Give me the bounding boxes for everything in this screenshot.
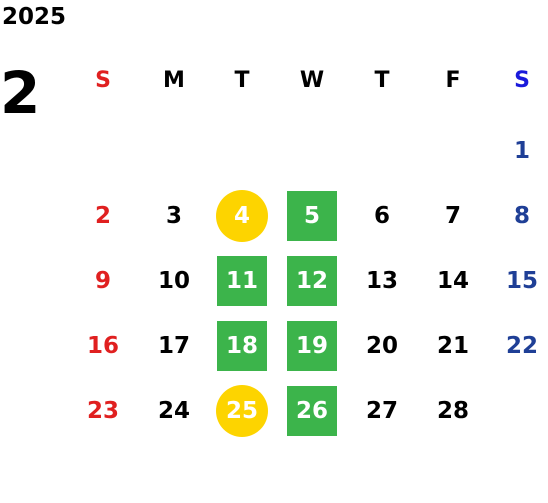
calendar-day: 21: [436, 332, 469, 359]
calendar-day: 2: [94, 202, 111, 229]
weekday-header-sun: S: [95, 68, 111, 93]
weekday-header-tue: T: [234, 68, 250, 93]
year-label: 2025: [2, 4, 67, 30]
calendar-day: 24: [157, 397, 190, 424]
calendar-day: 9: [94, 267, 111, 294]
calendar-day-highlight-circle: 25: [216, 385, 268, 437]
calendar-day: 17: [157, 332, 190, 359]
calendar-day: 22: [505, 332, 538, 359]
calendar-day: 10: [157, 267, 190, 294]
calendar-day-highlight-square: 26: [287, 386, 337, 436]
calendar-day: 28: [436, 397, 469, 424]
weekday-header-sat: S: [514, 68, 530, 93]
calendar-day: 14: [436, 267, 469, 294]
weekday-header-thu: T: [374, 68, 390, 93]
weekday-header-wed: W: [299, 68, 325, 93]
calendar-day-highlight-square: 19: [287, 321, 337, 371]
month-label: 2: [0, 59, 41, 127]
calendar-day: 3: [165, 202, 182, 229]
calendar-day: 8: [513, 202, 530, 229]
calendar-day: 1: [513, 137, 530, 164]
calendar-day-highlight-square: 12: [287, 256, 337, 306]
calendar-day-highlight-circle: 4: [216, 190, 268, 242]
calendar-day: 27: [365, 397, 398, 424]
weekday-header-mon: M: [163, 68, 185, 93]
calendar-day: 23: [86, 397, 119, 424]
calendar-day: 16: [86, 332, 119, 359]
calendar-day: 20: [365, 332, 398, 359]
calendar-day-highlight-square: 5: [287, 191, 337, 241]
calendar-day: 7: [444, 202, 461, 229]
weekday-header-fri: F: [445, 68, 461, 93]
calendar-day-highlight-square: 11: [217, 256, 267, 306]
calendar-day: 6: [373, 202, 390, 229]
calendar-day: 13: [365, 267, 398, 294]
calendar-day: 15: [505, 267, 538, 294]
calendar-day-highlight-square: 18: [217, 321, 267, 371]
